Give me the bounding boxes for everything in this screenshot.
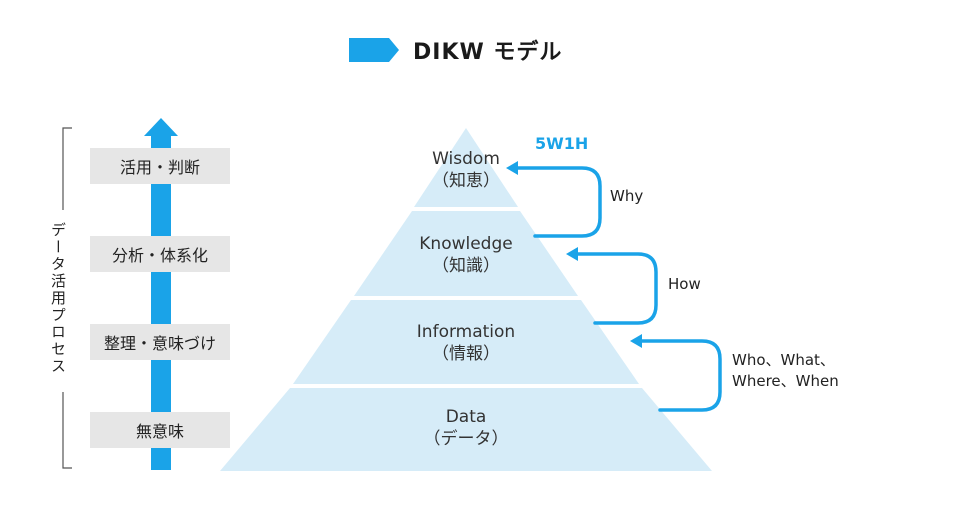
layer-wisdom-en: Wisdom (432, 149, 500, 169)
data-loop-arrow (638, 339, 722, 412)
title-row: DIKW モデル (349, 34, 562, 66)
layer-knowledge-en: Knowledge (419, 234, 513, 254)
step-box-data: 無意味 (90, 412, 230, 448)
process-label: データ活用プロセス (49, 222, 67, 375)
why-label: Why (610, 187, 644, 205)
pyramid-layer-information (293, 300, 639, 384)
pyramid-layer-data (220, 388, 712, 471)
layer-label-knowledge: Knowledge （知識） (366, 233, 566, 277)
diagram-title: DIKW モデル (413, 40, 563, 65)
layer-label-information: Information （情報） (366, 321, 566, 365)
who-what-label: Who、What、 (732, 351, 835, 369)
pyramid-layer-knowledge (354, 211, 578, 296)
data-arrowhead-icon (630, 334, 642, 348)
layer-information-en: Information (416, 322, 516, 342)
process-arrow-icon (144, 118, 178, 470)
pyramid (220, 128, 712, 471)
why-arrowhead-icon (506, 161, 518, 175)
layer-data-en: Data (445, 407, 487, 427)
layer-wisdom-ja: （知恵） (432, 171, 500, 191)
title-arrow-icon (349, 38, 399, 62)
how-loop-arrow (574, 252, 658, 325)
layer-data-ja: （データ） (423, 429, 509, 449)
where-when-label: Where、When (732, 372, 839, 390)
pyramid-layer-wisdom (414, 128, 518, 207)
why-loop-arrow (514, 166, 602, 238)
loop-arrowheads (506, 161, 642, 348)
layer-knowledge-ja: （知識） (432, 256, 500, 276)
step-box-information: 整理・意味づけ (90, 324, 230, 360)
step-box-knowledge: 分析・体系化 (90, 236, 230, 272)
layer-label-wisdom: Wisdom （知恵） (366, 148, 566, 192)
layer-label-data: Data （データ） (366, 406, 566, 450)
fivew1h-label: 5W1H (535, 134, 589, 153)
layer-information-ja: （情報） (432, 344, 500, 364)
loop-arrows (514, 166, 722, 412)
process-bracket (62, 127, 72, 469)
how-label: How (668, 275, 701, 293)
how-arrowhead-icon (566, 247, 578, 261)
step-box-wisdom: 活用・判断 (90, 148, 230, 184)
